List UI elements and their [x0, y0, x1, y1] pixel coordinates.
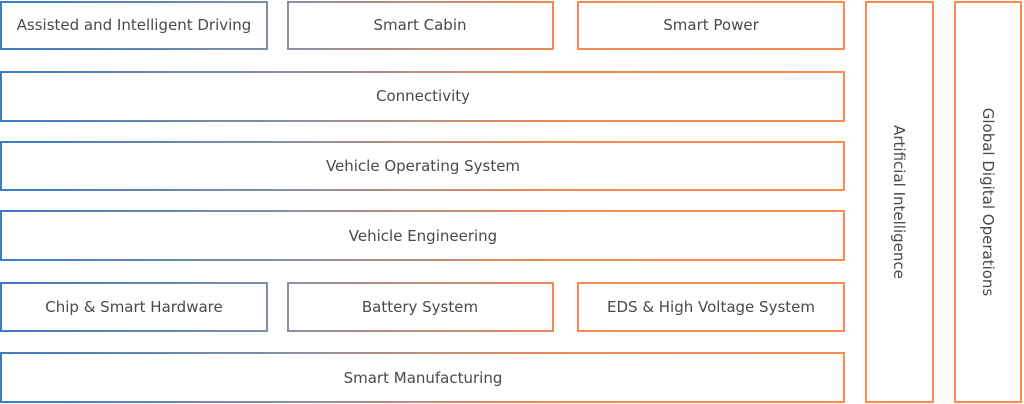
box-eds-high-voltage: [577, 282, 845, 332]
box-smart-manufacturing: [0, 352, 845, 403]
label-assisted-driving: Assisted and Intelligent Driving: [17, 16, 252, 34]
label-battery-system: Battery System: [362, 298, 478, 316]
box-vehicle-engineering: [0, 210, 845, 261]
box-smart-power: [577, 1, 845, 50]
label-artificial-intelligence: Artificial Intelligence: [890, 125, 908, 279]
label-vehicle-os: Vehicle Operating System: [326, 157, 520, 175]
box-vehicle-os: [0, 141, 845, 191]
box-battery-system: [287, 282, 554, 332]
label-smart-power: Smart Power: [663, 16, 759, 34]
label-smart-cabin: Smart Cabin: [373, 16, 466, 34]
label-smart-manufacturing: Smart Manufacturing: [344, 369, 503, 387]
box-smart-cabin: [287, 1, 554, 50]
label-connectivity: Connectivity: [376, 87, 470, 105]
box-artificial-intelligence: [865, 1, 934, 403]
label-chip-hardware: Chip & Smart Hardware: [45, 298, 222, 316]
box-assisted-driving: [0, 1, 268, 50]
box-global-digital-operations: [954, 1, 1022, 403]
label-eds-high-voltage: EDS & High Voltage System: [607, 298, 815, 316]
label-vehicle-engineering: Vehicle Engineering: [349, 227, 497, 245]
label-global-digital-operations: Global Digital Operations: [979, 108, 997, 297]
box-chip-hardware: [0, 282, 268, 332]
box-connectivity: [0, 71, 845, 122]
